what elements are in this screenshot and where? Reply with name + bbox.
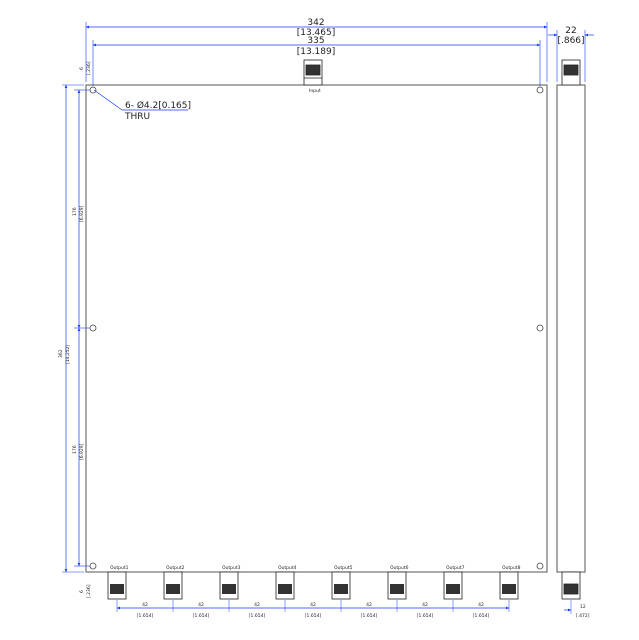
svg-text:335: 335 xyxy=(307,36,324,46)
output-connector: Output2 xyxy=(163,565,185,600)
output-connector: Output3 xyxy=(219,565,241,600)
svg-text:42: 42 xyxy=(478,602,484,608)
side-output-connector xyxy=(561,571,581,600)
dimension-overall-width: 342 [13.465] xyxy=(85,18,548,82)
svg-text:176: 176 xyxy=(72,445,78,454)
output-label: Output7 xyxy=(446,565,465,571)
mounting-hole xyxy=(536,86,544,94)
dimension-hole-span: 335 [13.189] xyxy=(92,36,541,86)
svg-text:42: 42 xyxy=(422,602,428,608)
pitch-labels: 42 [1.654] 42 [1.654] 42 [1.654] 42 [1.6… xyxy=(137,602,490,619)
output-label: Output5 xyxy=(334,565,353,571)
main-plate xyxy=(85,84,548,573)
svg-text:6: 6 xyxy=(79,590,85,593)
output-label: Output4 xyxy=(278,565,297,571)
dimension-segment-bottom: 176 [6.929] xyxy=(72,327,90,567)
svg-text:[6.929]: [6.929] xyxy=(79,205,85,222)
side-input-connector xyxy=(561,59,581,86)
output-connector: Output8 xyxy=(499,565,521,600)
svg-text:342: 342 xyxy=(307,18,324,28)
output-connector: Output1 xyxy=(107,565,129,600)
svg-text:[1.654]: [1.654] xyxy=(361,613,378,619)
svg-text:[13.465]: [13.465] xyxy=(297,28,336,38)
dimension-depth: 22 [.866] xyxy=(548,26,594,82)
hole-note-line2: THRU xyxy=(124,112,150,122)
svg-text:[.236]: [.236] xyxy=(86,584,92,598)
dimension-edge-top: 6 [.236] xyxy=(79,61,92,75)
dimension-output-pitch xyxy=(116,600,510,612)
svg-text:[1.654]: [1.654] xyxy=(417,613,434,619)
mounting-hole xyxy=(536,562,544,570)
svg-text:42: 42 xyxy=(198,602,204,608)
output-connectors: Output1 Output2 Output3 Output4 Output5 … xyxy=(107,565,521,600)
svg-text:[1.654]: [1.654] xyxy=(473,613,490,619)
svg-text:42: 42 xyxy=(310,602,316,608)
svg-text:42: 42 xyxy=(254,602,260,608)
input-connector xyxy=(303,59,323,86)
svg-text:6: 6 xyxy=(79,67,85,70)
dimension-side-bottom: 12 [.472] xyxy=(564,600,590,619)
svg-text:12: 12 xyxy=(580,604,586,610)
output-label: Output2 xyxy=(166,565,185,571)
output-connector: Output6 xyxy=(387,565,409,600)
dimension-total-height: 362 [14.252] xyxy=(58,84,84,573)
output-connector: Output4 xyxy=(275,565,297,600)
svg-text:[.472]: [.472] xyxy=(576,613,590,619)
svg-text:362: 362 xyxy=(58,349,64,358)
svg-text:[6.929]: [6.929] xyxy=(79,443,85,460)
output-label: Output1 xyxy=(110,565,129,571)
dimension-segment-top: 176 [6.929] xyxy=(72,89,90,329)
svg-text:[1.654]: [1.654] xyxy=(305,613,322,619)
output-connector: Output5 xyxy=(331,565,353,600)
mounting-hole xyxy=(536,324,544,332)
svg-text:22: 22 xyxy=(565,26,576,36)
svg-text:[1.654]: [1.654] xyxy=(249,613,266,619)
output-label: Output3 xyxy=(222,565,241,571)
svg-text:42: 42 xyxy=(366,602,372,608)
output-label: Output8 xyxy=(502,565,521,571)
hole-note-line1: 6- Ø4.2[0.165] xyxy=(125,100,191,111)
output-connector: Output7 xyxy=(443,565,465,600)
input-label: Input xyxy=(309,88,321,94)
svg-text:[.866]: [.866] xyxy=(557,36,584,46)
svg-text:[1.654]: [1.654] xyxy=(137,613,154,619)
svg-text:[13.189]: [13.189] xyxy=(297,47,336,57)
output-label: Output6 xyxy=(390,565,409,571)
svg-text:[14.252]: [14.252] xyxy=(65,344,71,364)
svg-text:176: 176 xyxy=(72,207,78,216)
dimension-edge-bottom: 6 [.236] xyxy=(79,584,92,598)
svg-text:[.236]: [.236] xyxy=(86,61,92,75)
svg-text:42: 42 xyxy=(142,602,148,608)
side-view-plate xyxy=(556,84,586,573)
svg-text:[1.654]: [1.654] xyxy=(193,613,210,619)
